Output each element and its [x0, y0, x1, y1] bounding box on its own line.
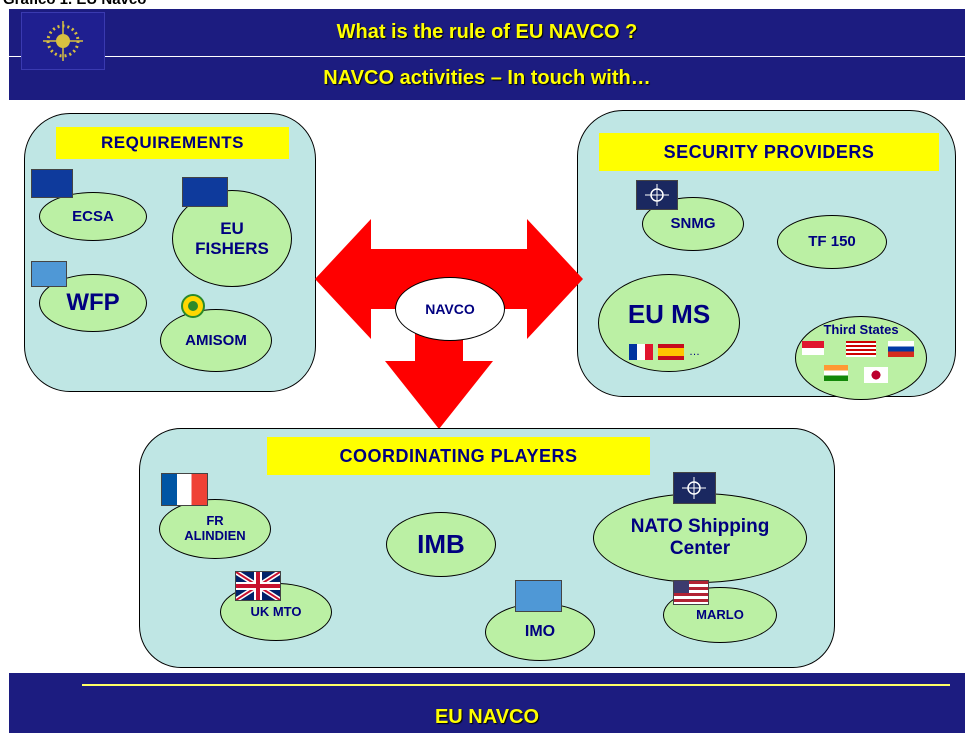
- footer-label: EU NAVCO: [434, 706, 540, 728]
- coordinating-players-title: COORDINATING PLAYERS: [267, 437, 650, 475]
- eu-ms-node: EU MS: [598, 274, 740, 372]
- more-countries-text: …: [689, 346, 700, 358]
- tf150-node: TF 150: [777, 215, 887, 269]
- nato-shipping-center-node: NATO Shipping Center: [593, 493, 807, 583]
- eu-ms-flags: …: [629, 344, 700, 360]
- us-flag-icon: [673, 580, 709, 605]
- down-arrow-icon: [385, 309, 493, 429]
- ecsa-node: ECSA: [39, 192, 147, 241]
- eu-navco-logo: [21, 12, 105, 70]
- navco-center: NAVCO: [395, 277, 505, 341]
- marlo-node: MARLO: [663, 587, 777, 643]
- un-flag-icon: [515, 580, 562, 612]
- footer-bar: EU NAVCO: [9, 673, 965, 733]
- nato-flag-icon: [673, 472, 716, 504]
- slide-title: What is the rule of EU NAVCO ?: [336, 21, 638, 43]
- india-flag-icon: [824, 365, 848, 381]
- russia-flag-icon: [888, 341, 914, 357]
- african-union-icon: [181, 294, 205, 323]
- title-bar: What is the rule of EU NAVCO ?: [9, 9, 965, 56]
- fr-alindien-node: FR ALINDIEN: [159, 499, 271, 559]
- figure-caption: Grafico 1. EU Navco: [3, 0, 146, 8]
- malaysia-flag-icon: [846, 341, 876, 357]
- eu-flag-icon: [31, 169, 73, 198]
- slide: What is the rule of EU NAVCO ? NAVCO act…: [9, 9, 965, 733]
- amisom-node: AMISOM: [160, 309, 272, 372]
- footer-divider: [82, 684, 950, 686]
- france-flag-icon: [629, 344, 653, 360]
- requirements-title: REQUIREMENTS: [56, 127, 289, 159]
- spain-flag-icon: [658, 344, 684, 360]
- japan-flag-icon: [864, 367, 888, 383]
- eu-flag-icon: [182, 177, 228, 207]
- imb-node: IMB: [386, 512, 496, 577]
- nato-flag-icon: [636, 180, 678, 210]
- france-flag-icon: [161, 473, 208, 506]
- imo-node: IMO: [485, 603, 595, 661]
- security-providers-title: SECURITY PROVIDERS: [599, 133, 939, 171]
- un-flag-icon: [31, 261, 67, 287]
- eu-fishers-node: EU FISHERS: [172, 190, 292, 287]
- subtitle-bar: NAVCO activities – In touch with…: [9, 57, 965, 100]
- uk-flag-icon: [235, 571, 281, 601]
- slide-subtitle: NAVCO activities – In touch with…: [323, 67, 651, 89]
- third-states-node: Third States: [795, 316, 927, 400]
- singapore-flag-icon: [802, 341, 824, 355]
